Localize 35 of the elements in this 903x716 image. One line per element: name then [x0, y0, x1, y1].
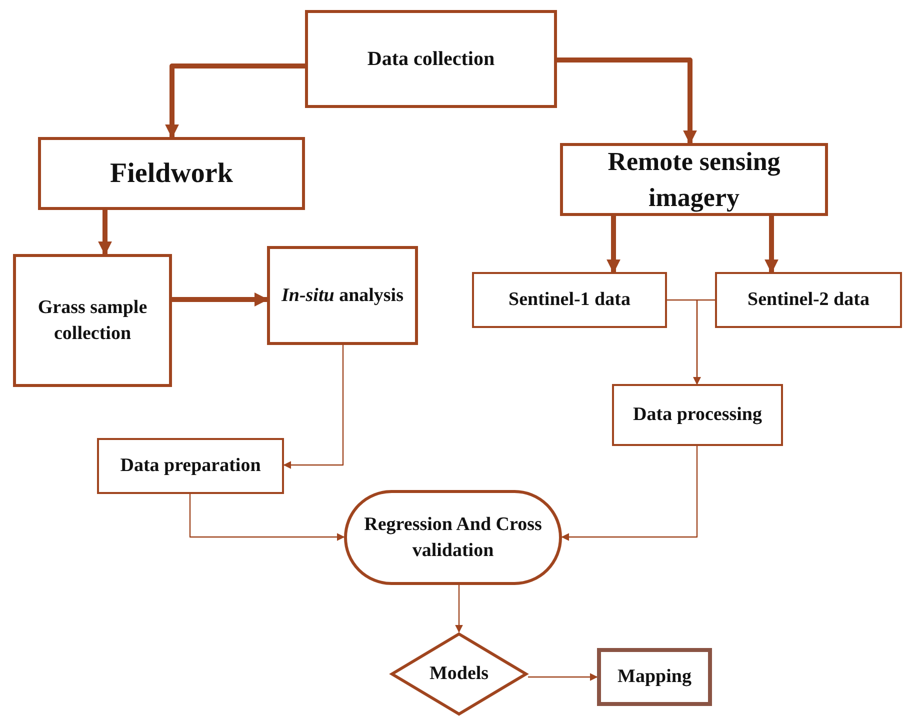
process-box	[305, 10, 557, 108]
node-label: Sentinel-1 data	[508, 288, 630, 312]
arrow	[606, 216, 620, 274]
process-box	[267, 246, 418, 345]
arrow	[165, 64, 305, 138]
process-box	[13, 254, 172, 387]
node-label: Fieldwork	[110, 156, 233, 191]
node-label: Data collection	[367, 46, 495, 72]
process-box	[612, 384, 783, 446]
arrow	[764, 216, 778, 274]
arrow	[528, 673, 598, 681]
process-box	[472, 272, 667, 328]
node-label: Grass sample collection	[36, 296, 148, 346]
arrow	[172, 292, 268, 306]
process-box	[97, 438, 284, 494]
node-label: Data preparation	[120, 454, 261, 478]
node-label: Models	[429, 662, 489, 686]
decision-diamond	[390, 632, 528, 716]
arrow	[98, 210, 112, 256]
node-label: Regression And Cross validation	[363, 512, 543, 562]
process-box	[597, 648, 712, 706]
node-label: Remote sensing imagery	[606, 146, 782, 214]
process-box	[560, 143, 828, 216]
arrow	[283, 345, 344, 469]
node-label: In-situ analysis	[282, 284, 404, 308]
process-box	[715, 272, 902, 328]
arrow	[455, 585, 463, 633]
arrow	[693, 299, 715, 385]
process-box	[38, 137, 305, 210]
node-label: Data processing	[633, 403, 762, 428]
arrow	[557, 58, 697, 144]
node-label: Sentinel-2 data	[748, 288, 870, 312]
node-label: Mapping	[618, 665, 692, 690]
arrow	[561, 446, 698, 541]
arrow	[189, 494, 345, 541]
